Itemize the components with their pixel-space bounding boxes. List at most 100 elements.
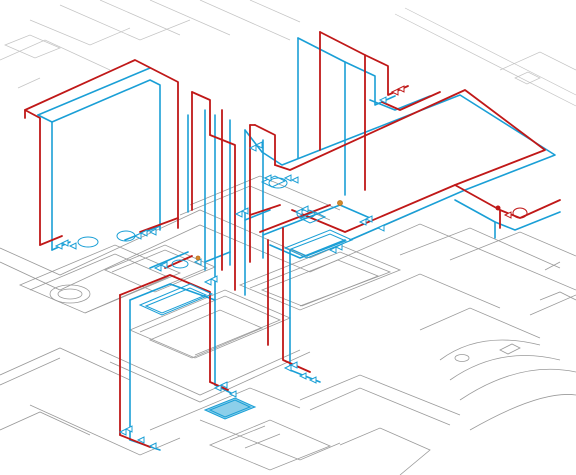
valve-icon	[328, 243, 343, 254]
floor-wall	[394, 13, 576, 107]
sink-fixture	[298, 211, 327, 224]
cold-water-pipe	[369, 95, 431, 111]
cold-water-pipe	[37, 67, 151, 116]
hot-water-pipe	[209, 134, 236, 291]
cold-water-pipe	[37, 114, 53, 123]
valve-icon	[203, 275, 218, 286]
floor-wall	[244, 433, 281, 449]
cold-water-pipe	[454, 199, 496, 239]
floor-wall	[208, 419, 332, 471]
hot-water-pipe	[259, 204, 331, 233]
floor-wall	[0, 357, 61, 386]
hot-water-pipe	[39, 235, 63, 246]
hot-water-pipe	[319, 31, 366, 191]
hot-water-pipe	[191, 91, 211, 136]
cold-water-pipe	[244, 209, 271, 221]
floor-wall	[149, 0, 231, 36]
floor-slab-edge	[189, 175, 341, 211]
floor-curve	[439, 339, 541, 361]
valve-icon	[290, 176, 299, 184]
floor-wall	[149, 387, 301, 431]
floor-wall	[449, 231, 576, 261]
cold-water-pipe	[204, 251, 231, 263]
floor-wall	[0, 39, 111, 71]
toilet-fixture	[77, 236, 99, 248]
hot-water-pipe	[24, 59, 179, 246]
bathtub-1-inner	[57, 288, 83, 300]
valve-icon	[294, 205, 309, 216]
hot-water-pipe	[282, 227, 311, 373]
floor-wall	[4, 34, 61, 59]
valve-icon	[378, 96, 387, 104]
valve-icon	[193, 258, 202, 266]
valve-icon	[263, 174, 292, 182]
floor-wall	[544, 261, 561, 271]
valve-body-fixture	[512, 207, 528, 219]
floor-wall	[29, 404, 181, 456]
hot-water-pipe	[139, 217, 179, 233]
hot-water-pipe-layer	[24, 31, 561, 448]
valve-icon	[283, 361, 298, 372]
floor-wall	[514, 71, 541, 85]
hot-water-pipe	[164, 255, 193, 269]
floor-curve	[449, 355, 561, 381]
bathtub-3	[148, 309, 264, 359]
cold-water-pipe	[129, 283, 216, 301]
floor-wall	[404, 7, 576, 96]
floor-curve	[459, 368, 576, 401]
floor-wall	[399, 227, 561, 269]
floor-curve	[469, 394, 576, 431]
pump-icon	[195, 255, 201, 261]
floor-wall	[229, 425, 266, 441]
floor-wall	[309, 387, 451, 426]
floor-wall	[17, 77, 41, 89]
cold-water-pipe	[297, 37, 346, 196]
floor-wall	[299, 374, 461, 416]
floor-wall	[499, 343, 521, 355]
cold-water-pipe	[149, 251, 189, 269]
valve-icon	[376, 224, 385, 232]
cold-water-pipe	[269, 239, 346, 259]
valve-icon	[213, 381, 228, 392]
valve-icon	[54, 239, 69, 250]
floor-wall	[339, 427, 431, 475]
floor-wall	[29, 19, 131, 46]
valve-icon	[118, 425, 133, 436]
bathroom-1-floor	[18, 244, 182, 314]
floor-wall	[249, 0, 301, 23]
floor-wall	[109, 351, 311, 403]
floor-wall	[199, 419, 341, 461]
floor-wall	[499, 51, 576, 71]
bathtub-1	[49, 284, 91, 304]
valve-icon	[358, 215, 373, 226]
floor-wall	[99, 0, 181, 36]
bathtub-fixture	[283, 229, 354, 259]
floor-wall	[359, 273, 501, 309]
floor-wall	[0, 347, 131, 381]
valves-layer	[54, 85, 512, 450]
hot-water-pipe	[381, 91, 441, 111]
floor-wall	[539, 291, 576, 301]
floor-wall	[419, 307, 541, 339]
cold-water-pipe	[51, 79, 161, 251]
cold-water-pipe	[261, 94, 556, 241]
bathtub-fixture	[289, 233, 348, 257]
hot-water-pipe	[249, 204, 281, 216]
bathroom-3-floor	[139, 295, 282, 356]
valve-icon	[133, 229, 148, 240]
floor-wall	[199, 0, 291, 41]
hot-water-pipe	[274, 89, 546, 233]
hot-water-pipe	[254, 124, 276, 166]
bathtub-fixture	[144, 287, 208, 314]
valve-icon	[148, 228, 157, 236]
valve-icon	[68, 242, 77, 250]
fixtures-layer	[77, 175, 528, 420]
pump-icon	[495, 205, 501, 211]
basin-fixture	[171, 259, 189, 269]
floor-fixture-ring	[454, 354, 470, 362]
valve-icon	[153, 261, 168, 272]
valve-icon	[503, 211, 512, 219]
valve-icon	[234, 207, 249, 218]
hot-water-pipe	[119, 434, 151, 448]
